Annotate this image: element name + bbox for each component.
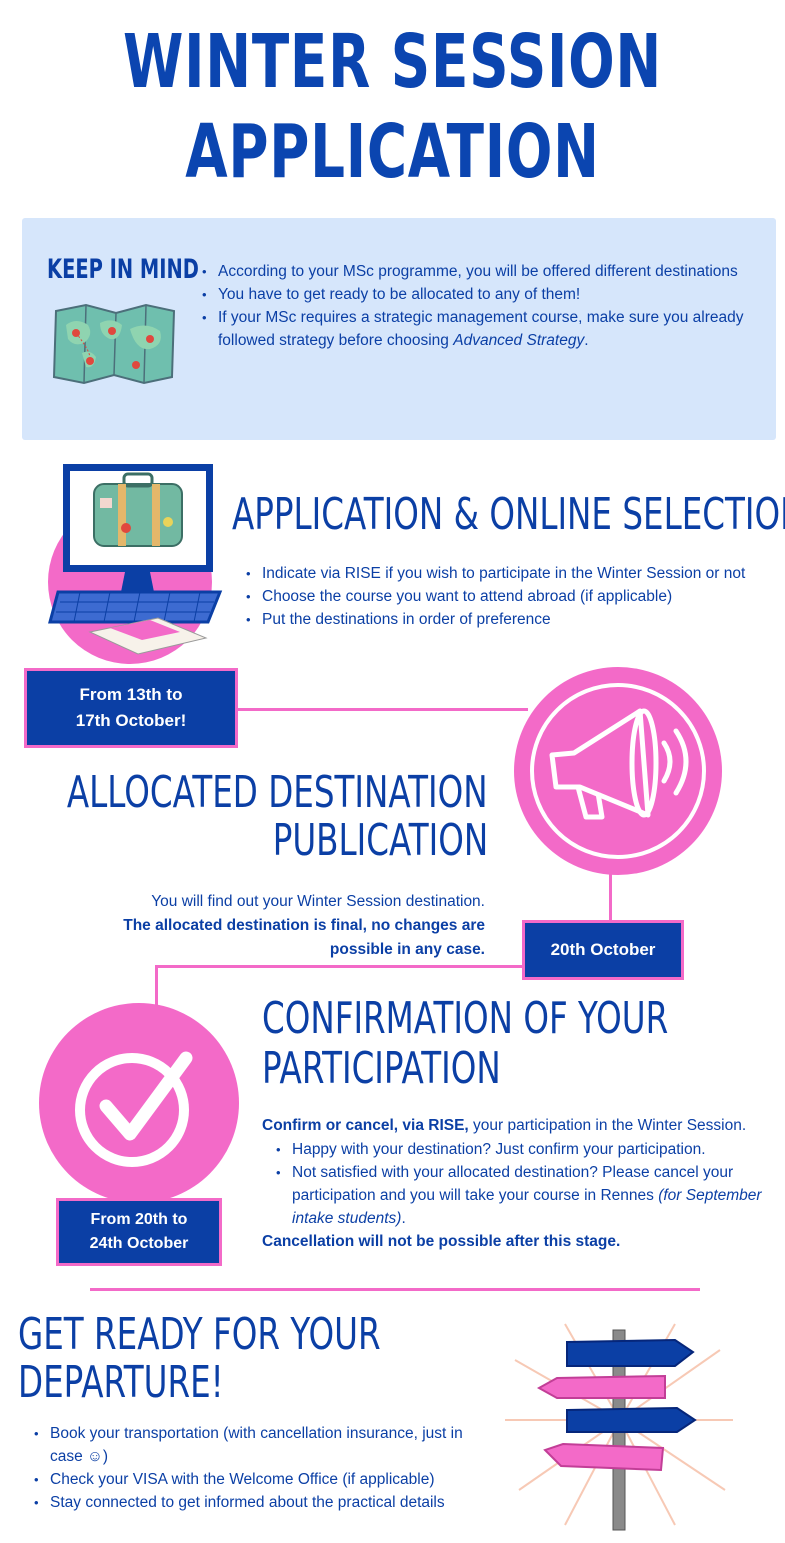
connector-line bbox=[155, 965, 158, 1007]
step4-heading-line2: DEPARTURE! bbox=[18, 1357, 224, 1408]
list-item: You have to get ready to be allocated to… bbox=[196, 283, 766, 306]
connector-line bbox=[155, 965, 524, 968]
megaphone-icon bbox=[512, 665, 724, 877]
step3-body: Confirm or cancel, via RISE, your partic… bbox=[262, 1114, 782, 1254]
list-item: Happy with your destination? Just confir… bbox=[270, 1138, 782, 1161]
step2-heading-line2: PUBLICATION bbox=[272, 815, 488, 866]
list-item: Stay connected to get informed about the… bbox=[28, 1491, 498, 1514]
step2-text: You will find out your Winter Session de… bbox=[123, 893, 485, 958]
connector-line bbox=[238, 708, 528, 711]
computer-suitcase-icon bbox=[30, 462, 240, 667]
list-item: Check your VISA with the Welcome Office … bbox=[28, 1468, 498, 1491]
list-item: Indicate via RISE if you wish to partici… bbox=[240, 562, 785, 585]
list-item: Put the destinations in order of prefere… bbox=[240, 608, 785, 631]
signpost-icon bbox=[505, 1320, 735, 1535]
step3-heading-line1: CONFIRMATION OF YOUR bbox=[262, 993, 669, 1044]
step3-heading-line2: PARTICIPATION bbox=[262, 1043, 501, 1094]
step2-heading-line1: ALLOCATED DESTINATION bbox=[67, 767, 488, 818]
section-divider bbox=[90, 1288, 700, 1291]
list-item: Not satisfied with your allocated destin… bbox=[270, 1161, 782, 1230]
checkmark-icon bbox=[36, 1000, 242, 1206]
step1-heading: APPLICATION & ONLINE SELECTION bbox=[232, 489, 785, 540]
step2-date-badge: 20th October bbox=[522, 920, 684, 980]
list-item: Book your transportation (with cancellat… bbox=[28, 1422, 498, 1468]
keep-in-mind-heading: KEEP IN MIND bbox=[47, 254, 199, 285]
connector-line bbox=[609, 870, 612, 922]
step1-date-badge: From 13th to 17th October! bbox=[24, 668, 238, 748]
step4-heading-line1: GET READY FOR YOUR bbox=[18, 1309, 381, 1360]
list-item: Choose the course you want to attend abr… bbox=[240, 585, 785, 608]
list-item: According to your MSc programme, you wil… bbox=[196, 260, 766, 283]
keep-in-mind-list: According to your MSc programme, you wil… bbox=[196, 260, 766, 352]
step1-list: Indicate via RISE if you wish to partici… bbox=[240, 562, 785, 631]
step3-date-badge: From 20th to 24th October bbox=[56, 1198, 222, 1266]
page-title-line1: WINTER SESSION bbox=[123, 19, 662, 105]
world-map-icon bbox=[52, 303, 178, 385]
step4-list: Book your transportation (with cancellat… bbox=[28, 1422, 498, 1514]
list-item: If your MSc requires a strategic managem… bbox=[196, 306, 766, 352]
